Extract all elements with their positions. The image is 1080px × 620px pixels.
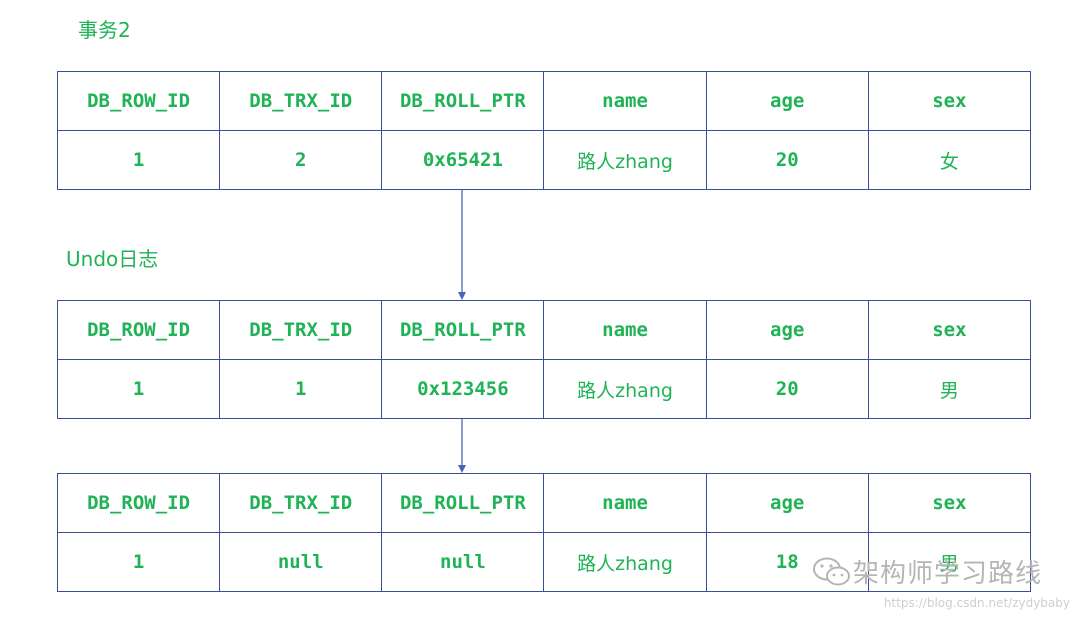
cell-name: 路人zhang [543,130,707,190]
cell-trx-id: null [219,532,383,592]
cell-sex: 男 [867,359,1032,419]
col-db-trx-id: DB_TRX_ID [219,473,383,533]
col-age: age [705,300,869,360]
col-sex: sex [867,300,1032,360]
arrow-head-2 [458,465,466,473]
cell-name: 路人zhang [543,532,707,592]
cell-name: 路人zhang [543,359,707,419]
cell-trx-id: 2 [219,130,383,190]
undo-record-table-2: DB_ROW_ID DB_TRX_ID DB_ROLL_PTR name age… [56,473,1032,592]
table-header-row: DB_ROW_ID DB_TRX_ID DB_ROLL_PTR name age… [56,71,1032,131]
table-header-row: DB_ROW_ID DB_TRX_ID DB_ROLL_PTR name age… [56,300,1032,360]
cell-roll-ptr: 0x65421 [381,130,545,190]
current-record-table: DB_ROW_ID DB_TRX_ID DB_ROLL_PTR name age… [56,71,1032,190]
col-db-row-id: DB_ROW_ID [56,300,221,360]
cell-age: 20 [705,359,869,419]
arrow-head-1 [458,292,466,300]
col-age: age [705,71,869,131]
cell-row-id: 1 [56,532,221,592]
table-row: 1 2 0x65421 路人zhang 20 女 [56,130,1032,190]
col-db-trx-id: DB_TRX_ID [219,71,383,131]
col-sex: sex [867,71,1032,131]
cell-row-id: 1 [56,130,221,190]
col-name: name [543,300,707,360]
col-db-roll-ptr: DB_ROLL_PTR [381,71,545,131]
cell-sex: 女 [867,130,1032,190]
col-db-row-id: DB_ROW_ID [56,473,221,533]
undo-record-table-1: DB_ROW_ID DB_TRX_ID DB_ROLL_PTR name age… [56,300,1032,419]
transaction-label: 事务2 [78,18,131,42]
col-db-trx-id: DB_TRX_ID [219,300,383,360]
col-db-roll-ptr: DB_ROLL_PTR [381,300,545,360]
table-header-row: DB_ROW_ID DB_TRX_ID DB_ROLL_PTR name age… [56,473,1032,533]
cell-sex: 男 [867,532,1032,592]
table-row: 1 1 0x123456 路人zhang 20 男 [56,359,1032,419]
cell-roll-ptr: 0x123456 [381,359,545,419]
col-db-row-id: DB_ROW_ID [56,71,221,131]
cell-age: 20 [705,130,869,190]
watermark-text: 架构师学习路线 [852,559,1042,589]
wechat-icon [813,557,850,586]
undo-log-label: Undo日志 [66,247,159,271]
col-db-roll-ptr: DB_ROLL_PTR [381,473,545,533]
cell-roll-ptr: null [381,532,545,592]
cell-trx-id: 1 [219,359,383,419]
cell-row-id: 1 [56,359,221,419]
watermark-url: https://blog.csdn.net/zydybaby [883,596,1070,610]
table-row: 1 null null 路人zhang 18 男 [56,532,1032,592]
